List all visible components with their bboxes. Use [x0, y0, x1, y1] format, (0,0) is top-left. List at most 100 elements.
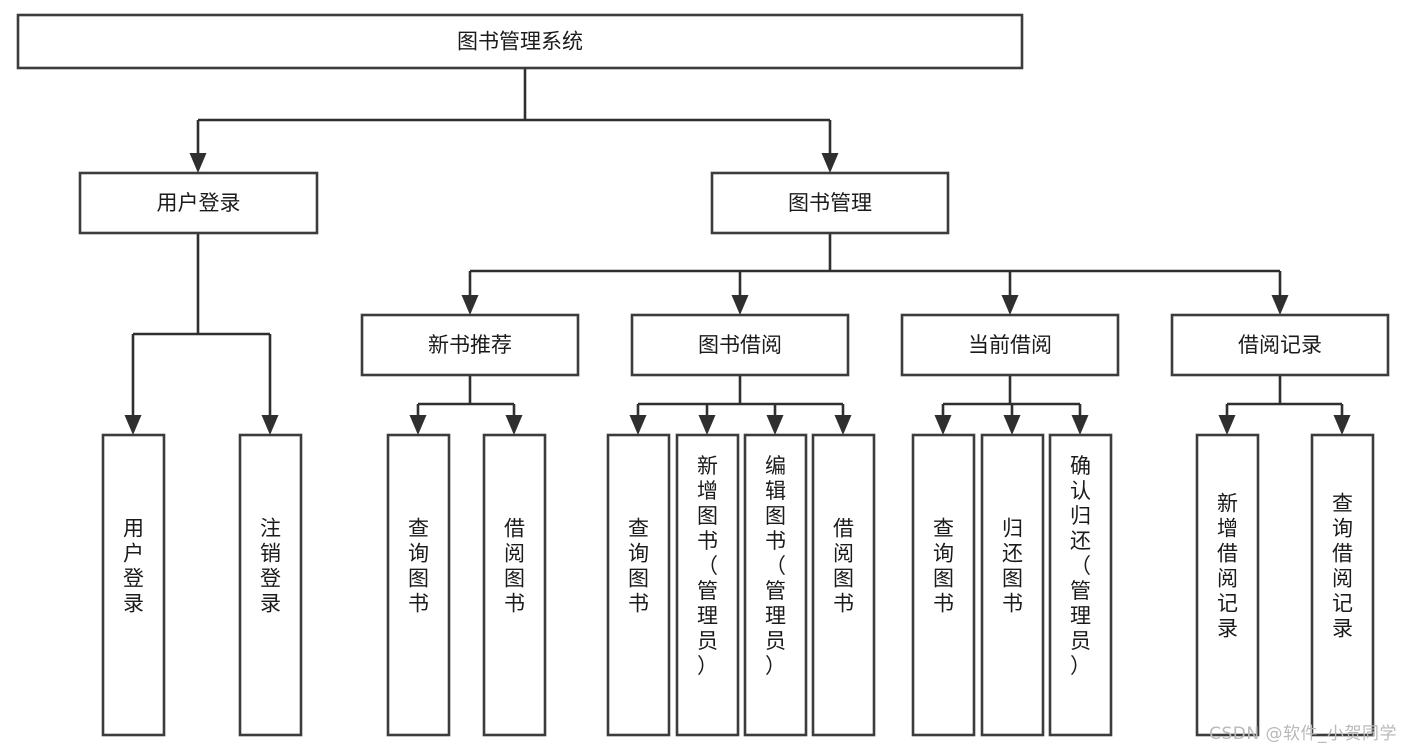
- svg-text:图: 图: [628, 567, 649, 591]
- connector-group-currentborrow-to-leaves: [934, 375, 1089, 435]
- svg-text:辑: 辑: [765, 479, 786, 503]
- svg-text:员: 员: [765, 629, 786, 653]
- node-label-book-manage: 图书管理: [788, 191, 872, 215]
- svg-text:借: 借: [833, 517, 854, 541]
- svg-text:借: 借: [1217, 542, 1238, 566]
- svg-text:书: 书: [628, 592, 649, 616]
- node-label-current-borrow: 当前借阅: [968, 333, 1052, 357]
- connector-arrow-icon: [934, 415, 952, 435]
- svg-text:记: 记: [1217, 592, 1238, 616]
- svg-text:阅: 阅: [1332, 567, 1353, 591]
- svg-text:图: 图: [933, 567, 954, 591]
- connector-arrow-icon: [1071, 415, 1089, 435]
- node-user-login[interactable]: 用户登录: [78, 171, 319, 235]
- svg-text:书: 书: [504, 592, 525, 616]
- node-book-borrow[interactable]: 图书借阅: [630, 313, 850, 377]
- svg-text:（: （: [765, 554, 786, 578]
- svg-text:借: 借: [1332, 542, 1353, 566]
- svg-text:图: 图: [408, 567, 429, 591]
- node-label-borrow-record: 借阅记录: [1238, 333, 1322, 357]
- svg-text:理: 理: [765, 604, 786, 628]
- svg-text:录: 录: [123, 592, 144, 616]
- node-leaf-user-login[interactable]: 用户登录: [101, 433, 166, 737]
- connector-arrow-icon: [1333, 415, 1351, 435]
- svg-text:认: 认: [1070, 479, 1091, 503]
- svg-text:询: 询: [408, 542, 429, 566]
- svg-text:书: 书: [765, 529, 786, 553]
- connector-group-root-to-level2: [189, 68, 839, 173]
- svg-text:书: 书: [1002, 592, 1023, 616]
- svg-text:阅: 阅: [1217, 567, 1238, 591]
- svg-text:管: 管: [1070, 579, 1091, 603]
- svg-text:登: 登: [123, 567, 144, 591]
- svg-text:询: 询: [628, 542, 649, 566]
- node-label-user-login: 用户登录: [157, 191, 241, 215]
- node-current-borrow[interactable]: 当前借阅: [900, 313, 1120, 377]
- svg-text:图: 图: [504, 567, 525, 591]
- connector-arrow-icon: [821, 153, 839, 173]
- svg-text:注: 注: [260, 517, 281, 541]
- connector-group-userlogin-to-leaves: [124, 233, 279, 435]
- svg-text:还: 还: [1070, 529, 1091, 553]
- svg-text:图: 图: [833, 567, 854, 591]
- svg-text:理: 理: [1070, 604, 1091, 628]
- svg-text:编: 编: [765, 454, 786, 478]
- connector-arrow-icon: [505, 415, 523, 435]
- svg-text:（: （: [1070, 554, 1091, 578]
- svg-text:阅: 阅: [833, 542, 854, 566]
- svg-text:）: ）: [765, 654, 786, 678]
- svg-text:管: 管: [765, 579, 786, 603]
- svg-text:确: 确: [1070, 454, 1091, 478]
- connector-arrow-icon: [461, 295, 479, 315]
- connector-arrow-icon: [766, 415, 784, 435]
- node-borrow-record[interactable]: 借阅记录: [1170, 313, 1390, 377]
- svg-text:）: ）: [1070, 654, 1091, 678]
- connector-arrow-icon: [1001, 295, 1019, 315]
- svg-text:图: 图: [765, 504, 786, 528]
- svg-text:查: 查: [1332, 492, 1353, 516]
- svg-text:）: ）: [697, 654, 718, 678]
- node-label-root: 图书管理系统: [457, 30, 583, 54]
- svg-text:借: 借: [504, 517, 525, 541]
- svg-text:新: 新: [697, 454, 718, 478]
- node-book-manage[interactable]: 图书管理: [710, 171, 950, 235]
- node-root[interactable]: 图书管理系统: [16, 13, 1024, 70]
- connector-arrow-icon: [124, 415, 142, 435]
- svg-text:书: 书: [833, 592, 854, 616]
- svg-text:查: 查: [628, 517, 649, 541]
- svg-text:书: 书: [697, 529, 718, 553]
- connector-group-bookborrow-to-leaves: [629, 375, 852, 435]
- connector-group-bookmanage-to-level3: [461, 233, 1289, 315]
- connector-arrow-icon: [409, 415, 427, 435]
- svg-text:增: 增: [1217, 517, 1238, 541]
- connector-arrow-icon: [731, 295, 749, 315]
- connector-group-borrowrecord-to-leaves: [1218, 375, 1351, 435]
- svg-text:理: 理: [697, 604, 718, 628]
- node-new-book-recommend[interactable]: 新书推荐: [360, 313, 580, 377]
- connector-arrow-icon: [1271, 295, 1289, 315]
